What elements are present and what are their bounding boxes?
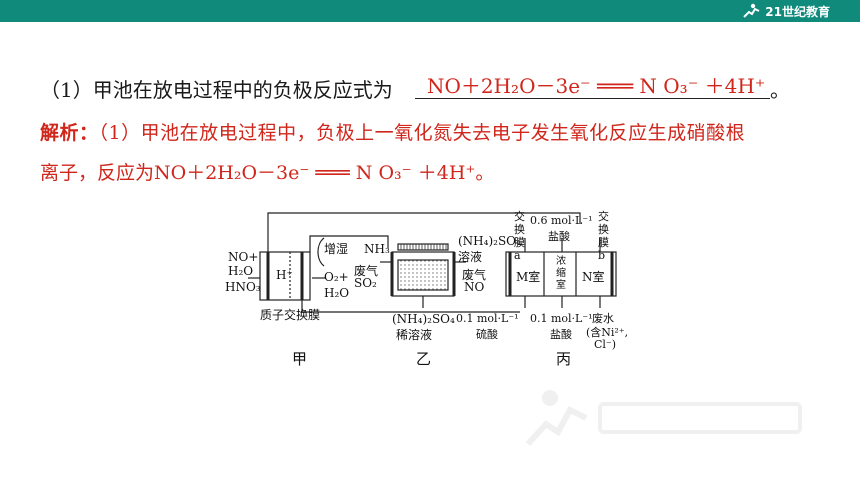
- yi-out-top: (NH₄)₂SO₄: [458, 234, 521, 248]
- logo-text: 21世纪教育: [765, 4, 830, 19]
- bing-top-conc: 0.6 mol·L⁻¹: [530, 214, 593, 227]
- bing-m-room: M室: [516, 270, 541, 284]
- bing-bottom-mid-conc: 0.1 mol·L⁻¹: [530, 312, 593, 325]
- explanation-line-1: 解析：（1）甲池在放电过程中，负极上一氧化氮失去电子发生氧化反应生成硝酸根: [40, 118, 745, 145]
- bing-membrane-b-2: 换: [598, 223, 609, 236]
- apparatus-lines: [248, 212, 617, 313]
- jia-h2o: H₂O: [324, 286, 350, 300]
- explanation-line-2: 离子，反应为NO＋2H₂O－3e⁻ ═══ N O₃⁻ ＋4H⁺。: [40, 162, 495, 184]
- bing-membrane-a-4: a: [514, 249, 521, 262]
- apparatus-diagram: NO+ H₂O HNO₃ H⁺ 质子交换膜 增湿 O₂+ H₂O 甲 NH₃ 废…: [220, 208, 640, 378]
- yi-waste-gas: 废气: [354, 264, 379, 278]
- bing-bottom-mid-acid: 盐酸: [550, 328, 572, 341]
- jia-cell-label: H⁺: [276, 268, 293, 282]
- yi-name: 乙: [416, 350, 432, 368]
- bing-contains: (含Ni²⁺,: [586, 326, 629, 339]
- yi-out-no: NO: [464, 280, 485, 294]
- bing-membrane-b-1: 交: [598, 210, 609, 223]
- answer-value: NO＋2H₂O－3e⁻ ═══ N O₃⁻ ＋4H⁺: [427, 74, 766, 98]
- bing-membrane-a: 交 换 膜 a: [514, 210, 525, 262]
- bing-waste-water: 废水: [592, 312, 614, 325]
- top-bar: 21世纪教育: [0, 0, 860, 22]
- explanation-text-1: （1）甲池在放电过程中，负极上一氧化氮失去电子发生氧化反应生成硝酸根: [98, 122, 746, 144]
- yi-nh3: NH₃: [364, 242, 390, 256]
- explanation-label: 解析：: [40, 122, 99, 144]
- bing-membrane-b: 交 换 膜 b: [598, 210, 609, 262]
- yi-bottom: (NH₄)₂SO₄: [392, 312, 455, 326]
- yi-so2: SO₂: [354, 276, 377, 290]
- bing-membrane-a-2: 换: [514, 223, 525, 236]
- yi-out-gas: 废气: [462, 268, 487, 282]
- brand-logo: 21世纪教育: [741, 2, 830, 20]
- jia-membrane: 质子交换膜: [260, 308, 321, 322]
- yi-bottom2: 稀溶液: [396, 328, 433, 342]
- watermark-logo: [525, 390, 802, 447]
- jia-o2: O₂+: [324, 270, 349, 284]
- bing-mid-1: 浓: [556, 256, 566, 267]
- bing-bottom-left-conc: 0.1 mol·L⁻¹: [456, 312, 519, 325]
- bing-cl: Cl⁻): [594, 338, 617, 351]
- question-text: （1）甲池在放电过程中的负极反应式为: [40, 78, 393, 102]
- bing-top-acid: 盐酸: [548, 230, 570, 243]
- runner-icon: [743, 3, 760, 18]
- bing-n-room: N室: [582, 270, 605, 284]
- bing-membrane-a-3: 膜: [514, 236, 525, 249]
- bing-membrane-b-3: 膜: [598, 236, 609, 249]
- bing-mid-3: 室: [556, 280, 566, 291]
- bing-bottom-left-acid: 硫酸: [476, 328, 498, 341]
- jia-humid: 增湿: [324, 242, 349, 256]
- question-end: 。: [770, 78, 790, 102]
- bing-membrane-a-1: 交: [514, 210, 525, 223]
- answer-text: NO＋2H₂O－3e⁻ ═══ N O₃⁻ ＋4H⁺: [415, 70, 770, 99]
- bing-mid: 浓 缩 室: [556, 256, 566, 292]
- bing-membrane-b-4: b: [598, 249, 606, 262]
- bing-mid-2: 缩: [556, 268, 566, 279]
- bing-name: 丙: [556, 350, 572, 368]
- jia-inputs: NO+ H₂O: [228, 250, 259, 278]
- yi-out-top2: 溶液: [458, 250, 483, 264]
- jia-name: 甲: [292, 350, 308, 368]
- jia-hno3: HNO₃: [225, 280, 261, 294]
